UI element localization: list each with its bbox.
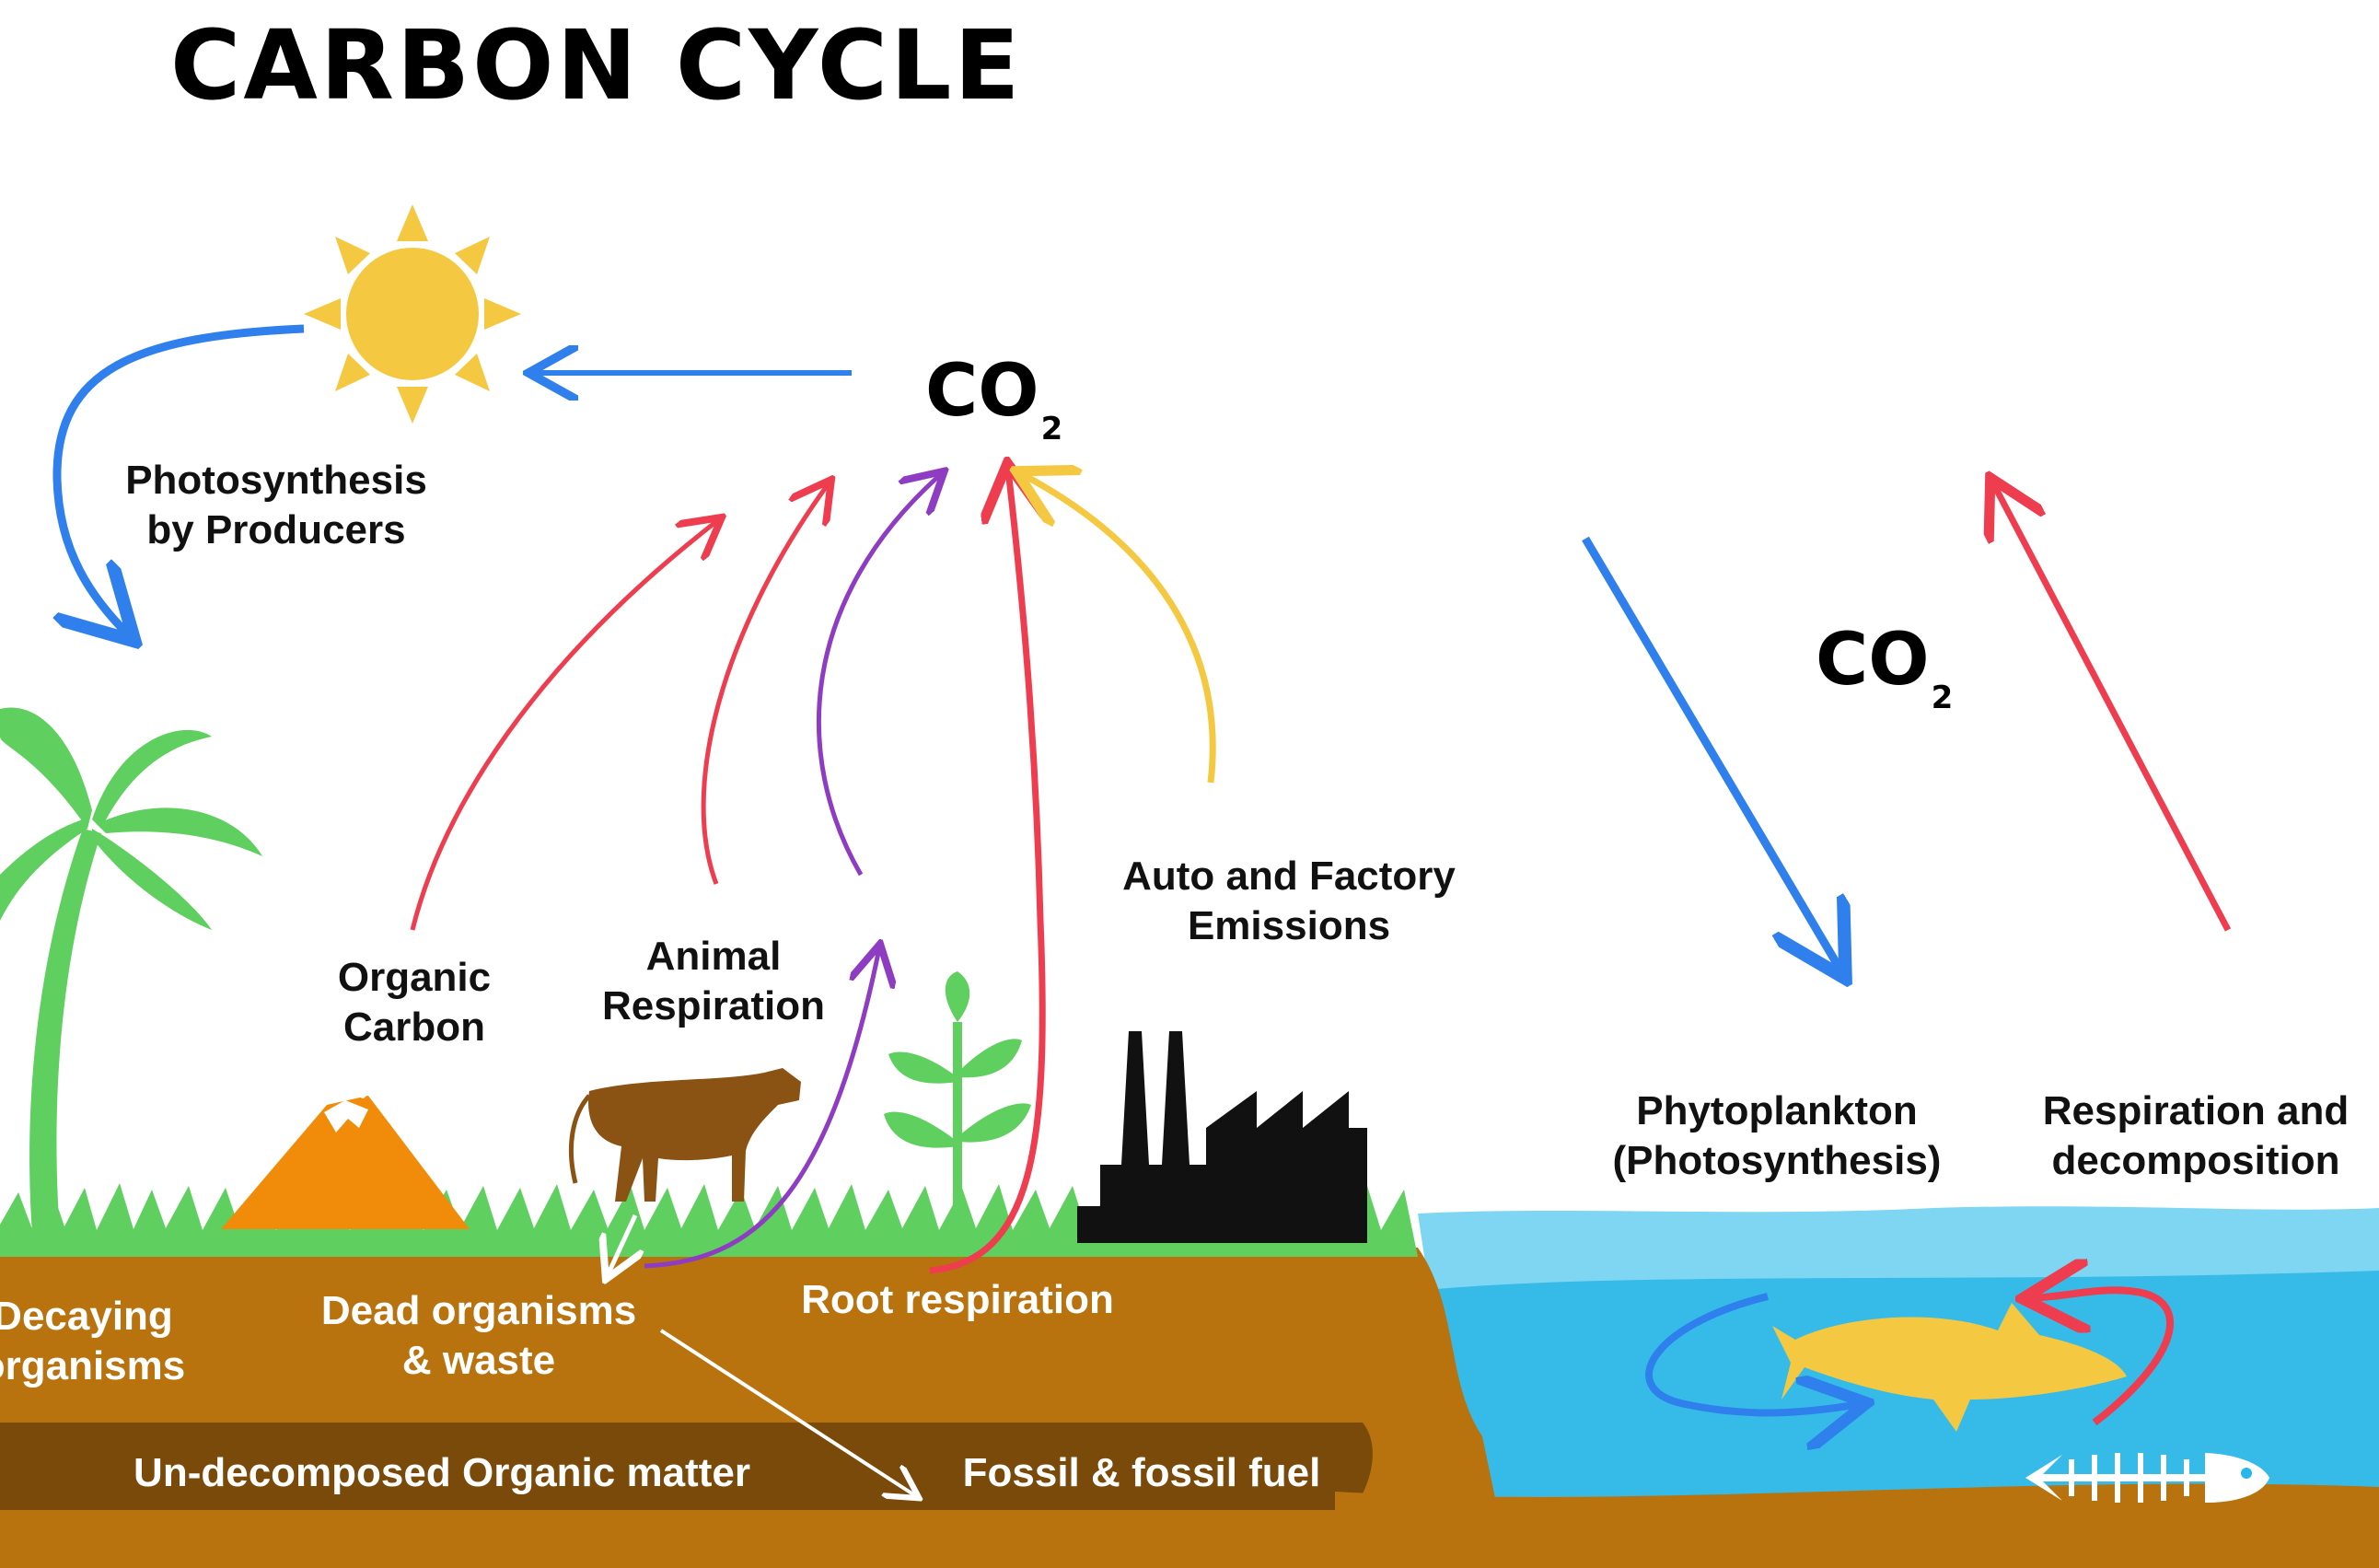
plant-icon [884,971,1031,1234]
arrow-ocean-red-loop [2030,1290,2174,1426]
arrow-to-fossil [659,1329,916,1496]
co2-main-text: CO [925,350,1039,433]
fish-skeleton-icon [2025,1453,2269,1503]
sun-icon [304,204,521,424]
label-fossil-fuel: Fossil & fossil fuel [962,1450,1321,1495]
palm-tree-icon [0,707,262,1234]
co2-subscript: 2 [1040,411,1063,447]
soil-layers [0,1248,2379,1568]
page-title: CARBON CYCLE [170,9,1023,122]
label-undecomposed-organic-matter: Un-decomposed Organic matter [133,1450,750,1495]
label-organic-carbon: Organic Carbon [337,955,492,1050]
arrow-purple-up [816,474,941,877]
factory-icon [1077,1031,1367,1243]
grass [0,1183,1418,1257]
arrow-to-dead-organisms [608,1214,635,1275]
arrow-sun-to-plants [57,324,305,635]
arrow-ocean-release [1993,483,2232,932]
arrow-ocean-blue-loop [1645,1293,1860,1412]
label-photosynthesis: Photosynthesis by Producers [125,458,427,552]
arrow-decomposition [644,948,879,1269]
arrow-organic-carbon [410,520,718,931]
co2-main-text: CO [1816,619,1930,702]
co2-label-atmosphere: CO2 [925,350,1062,447]
label-decaying-organisms: Decaying organisms [0,1294,186,1388]
label-phytoplankton: Phytoplankton (Photosynthesis) [1612,1088,1942,1183]
co2-label-ocean: CO2 [1816,619,1953,716]
label-root-respiration: Root respiration [801,1277,1114,1322]
co2-subscript: 2 [1931,679,1954,716]
cow-icon [568,1068,801,1202]
label-dead-organisms: Dead organisms & waste [320,1288,637,1383]
volcano-icon [221,1065,470,1229]
label-respiration-decomposition: Respiration and decomposition [2042,1088,2350,1183]
label-animal-respiration: Animal Respiration [601,934,826,1028]
arrow-ocean-absorb [1582,536,1841,971]
arrow-emissions [1022,474,1216,784]
label-auto-factory-emissions: Auto and Factory Emissions [1122,854,1456,948]
arrow-animal-respiration [701,483,829,885]
arrow-root-respiration [929,470,1042,1274]
